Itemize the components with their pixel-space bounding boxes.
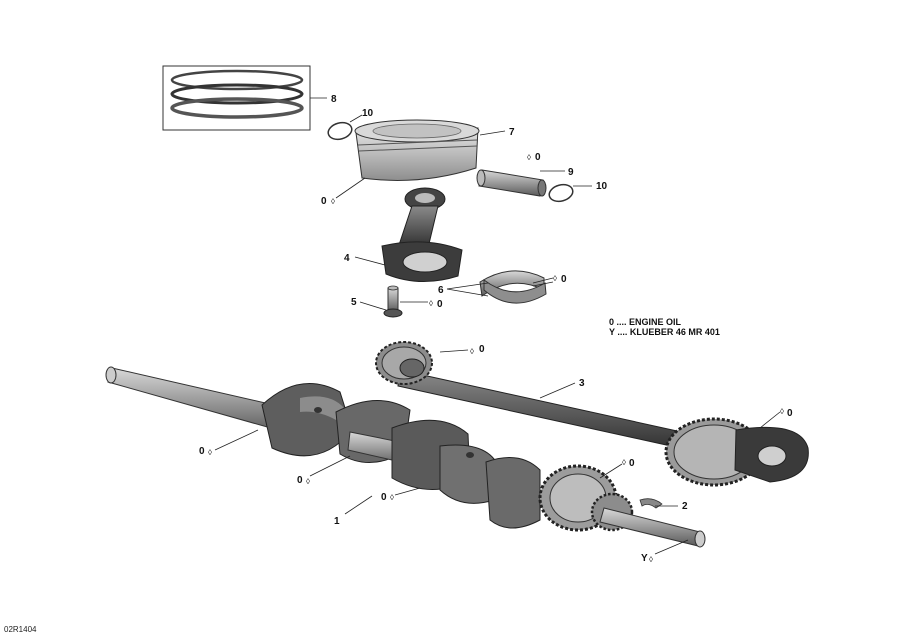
circlip-left[interactable] (326, 120, 353, 142)
lube-piston: 0 (321, 196, 327, 207)
lubricant-legend: 0 .... ENGINE OIL Y .... KLUEBER 46 MR 4… (609, 317, 720, 337)
connecting-rod[interactable] (381, 187, 463, 283)
callout-7: 7 (509, 127, 515, 138)
lube-bolt: 0 (437, 299, 443, 310)
svg-text:◊: ◊ (649, 555, 653, 564)
svg-text:◊: ◊ (780, 407, 784, 416)
lube-crank-mid: 0 (297, 475, 303, 486)
lube-balancer-end: 0 (787, 408, 793, 419)
callout-3: 3 (579, 378, 585, 389)
svg-text:◊: ◊ (553, 274, 557, 283)
svg-text:◊: ◊ (622, 458, 626, 467)
callout-4: 4 (344, 253, 350, 264)
woodruff-key[interactable] (639, 498, 663, 509)
lube-pin: 0 (535, 152, 541, 163)
svg-text:◊: ◊ (331, 197, 335, 206)
piston-ring-set[interactable] (162, 65, 311, 131)
svg-text:◊: ◊ (390, 493, 394, 502)
svg-text:◊: ◊ (429, 299, 433, 308)
callout-1: 1 (334, 516, 340, 527)
svg-text:◊: ◊ (470, 347, 474, 356)
callout-8: 8 (331, 94, 337, 105)
circlip-right[interactable] (547, 182, 574, 204)
svg-text:◊: ◊ (306, 477, 310, 486)
piston-pin[interactable] (476, 169, 547, 197)
drawing-code: 02R1404 (4, 625, 37, 634)
callout-5: 5 (351, 297, 357, 308)
lube-crank-end: Y (641, 553, 648, 564)
callout-9: 9 (568, 167, 574, 178)
callout-10-right: 10 (596, 181, 608, 192)
piston[interactable] (354, 119, 480, 181)
lube-bearing: 0 (561, 274, 567, 285)
lube-crank-left: 0 (199, 446, 205, 457)
svg-text:◊: ◊ (527, 153, 531, 162)
svg-text:◊: ◊ (208, 448, 212, 457)
callout-2: 2 (682, 501, 688, 512)
lube-crank-center: 0 (381, 492, 387, 503)
lube-gear: 0 (629, 458, 635, 469)
lube-marks: 0 ◊ ◊ 0 ◊ 0 ◊ 0 ◊ 0 ◊ 0 ◊ 0 0 ◊ 0 ◊ 0 ◊ … (199, 152, 793, 564)
legend-klueber: Y .... KLUEBER 46 MR 401 (609, 327, 720, 337)
conrod-bearings[interactable] (479, 270, 547, 304)
callout-10-left: 10 (362, 108, 374, 119)
legend-engine-oil: 0 .... ENGINE OIL (609, 317, 682, 327)
lube-balancer-gear: 0 (479, 344, 485, 355)
crankshaft[interactable] (105, 366, 706, 548)
conrod-bolt[interactable] (383, 285, 403, 318)
callout-6: 6 (438, 285, 444, 296)
balancer-shaft[interactable] (375, 341, 809, 487)
leader-lines (214, 97, 781, 555)
